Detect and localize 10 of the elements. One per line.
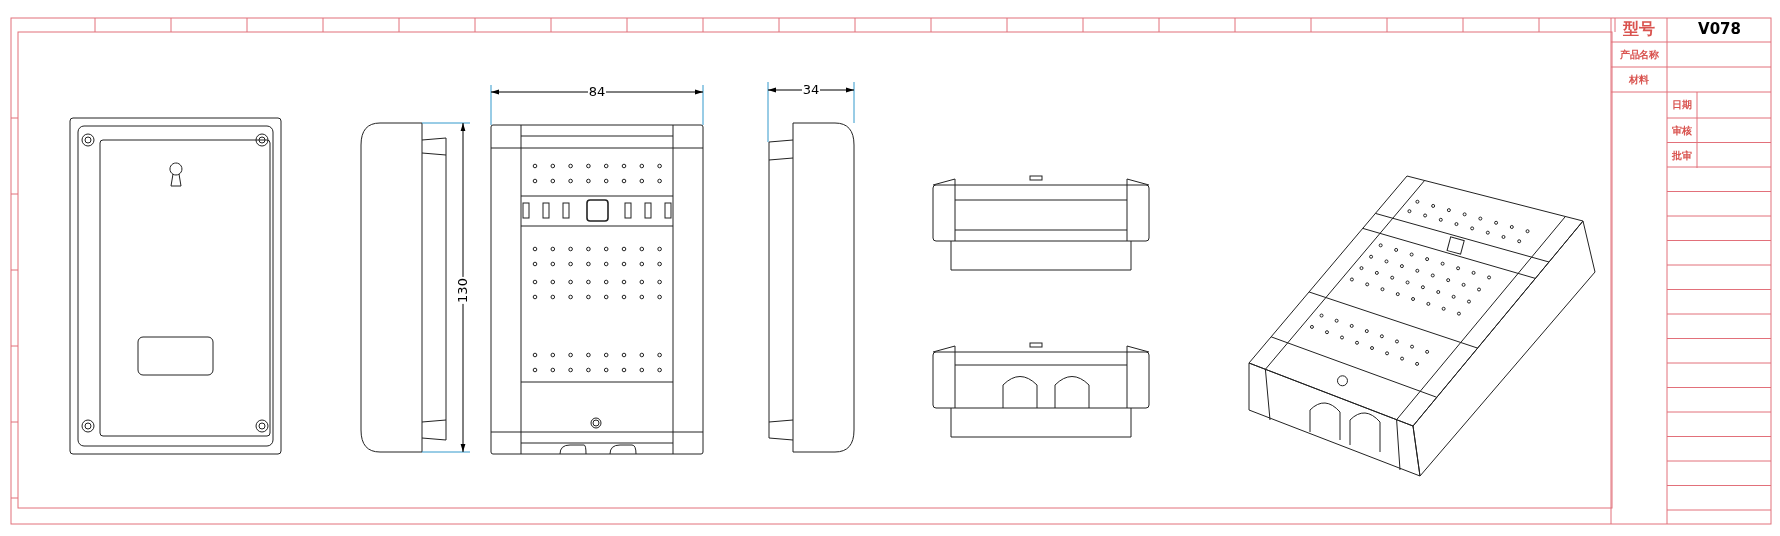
title-block-label: 型号 xyxy=(1622,21,1656,37)
title-block-label: 审核 xyxy=(1671,125,1693,136)
title-block-label: 批审 xyxy=(1671,150,1693,161)
dimension-value: 130 xyxy=(455,276,469,304)
title-block-label: 日期 xyxy=(1671,100,1693,110)
title-block-label: 材料 xyxy=(1628,74,1650,85)
title-block-label: 产品名称 xyxy=(1619,49,1659,60)
model-number: V078 xyxy=(1697,21,1742,37)
dimension-value: 84 xyxy=(587,84,607,98)
dimension-value: 34 xyxy=(801,82,821,96)
